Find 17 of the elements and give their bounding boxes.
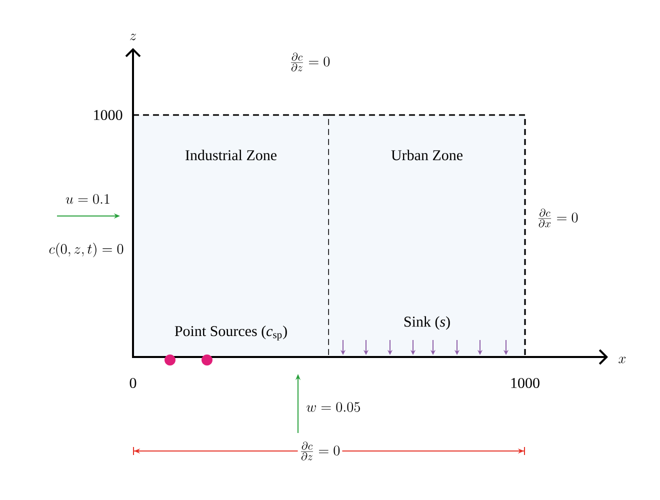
boundary-condition: $c(0, z, t) = 0$ bbox=[49, 242, 124, 258]
zone-box: Urban Zone Sink (s) bbox=[329, 114, 526, 357]
node-label: Industrial Zone bbox=[186, 150, 277, 160]
node-label: Point Sources (c$_{sp}$) bbox=[174, 326, 287, 340]
node-label: Urban Zone bbox=[391, 150, 463, 160]
tick-label: 1000 bbox=[94, 110, 122, 120]
axis-label: $x$ bbox=[618, 356, 626, 364]
tick-label: 0 bbox=[130, 378, 136, 388]
zone-box: Industrial Zone Point Sources (c$_{sp}$) bbox=[133, 114, 330, 357]
node-label: Sink (s) bbox=[404, 316, 450, 330]
velocity-label: $u = 0.1$ bbox=[66, 194, 110, 204]
boundary-condition: $\frac{\partial c}{\partial z} = 0$ bbox=[298, 440, 342, 462]
velocity-label: $w = 0.05$ bbox=[306, 402, 360, 412]
axis-label: $z$ bbox=[130, 34, 136, 40]
tick-label: 1000 bbox=[511, 378, 540, 388]
boundary-condition: $\frac{\partial c}{\partial z} = 0$ bbox=[291, 52, 330, 72]
boundary-condition: $\frac{\partial c}{\partial x} = 0$ bbox=[538, 208, 578, 228]
